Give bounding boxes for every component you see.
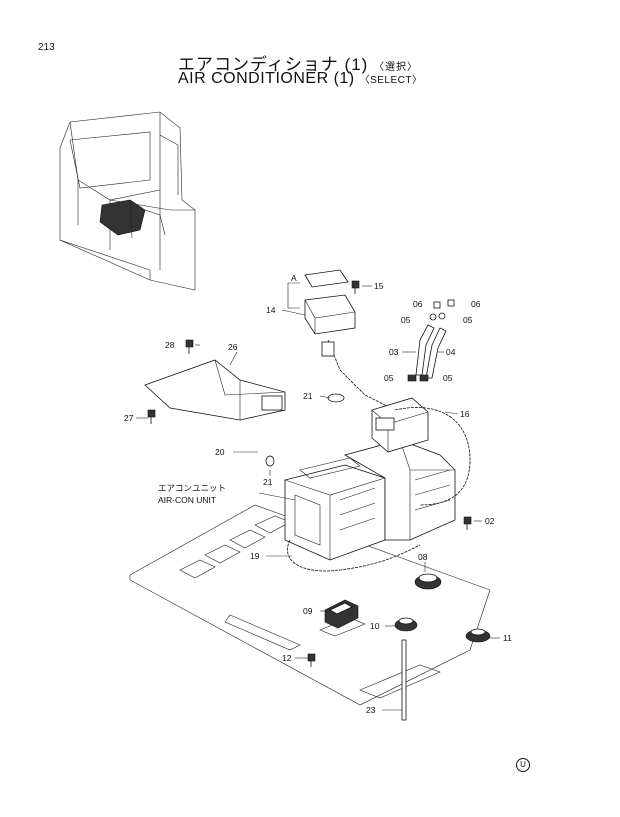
- page-number: 213: [38, 42, 55, 53]
- hose-clamp-bottom: [265, 455, 275, 467]
- callout-15: 15: [374, 281, 384, 291]
- callout-16: 16: [460, 409, 470, 419]
- callout-26: 26: [228, 342, 238, 352]
- callout-19: 19: [250, 551, 260, 561]
- callout-06a: 06: [413, 299, 423, 309]
- title-jp-text: エアコンディショナ (1): [178, 55, 369, 74]
- mounts: [324, 573, 491, 643]
- callout-11: 11: [503, 633, 512, 643]
- corner-mark: U: [516, 758, 530, 772]
- harness-16: [394, 407, 471, 506]
- hose-clamp-top: [327, 393, 345, 403]
- callout-05a: 05: [401, 315, 411, 325]
- callout-09: 09: [303, 606, 313, 616]
- callout-12: 12: [282, 653, 292, 663]
- callout-10: 10: [370, 621, 380, 631]
- duct: [144, 359, 286, 421]
- floor-panel: [129, 504, 491, 706]
- callout-05c: 05: [384, 373, 394, 383]
- unit-label-en: AIR-CON UNIT: [158, 495, 216, 505]
- callout-08: 08: [418, 552, 428, 562]
- callout-03: 03: [389, 347, 399, 357]
- callout-21a: 21: [303, 391, 313, 401]
- callout-20: 20: [215, 447, 225, 457]
- title-japanese: エアコンディショナ (1) 〈選択〉: [178, 50, 418, 75]
- callout-06b: 06: [471, 299, 481, 309]
- callout-27: 27: [124, 413, 134, 423]
- ac-hoses: [407, 299, 455, 382]
- callout-labels: 15 14 06 06 05 05 03 04 05 05 16 28 26 2…: [124, 273, 512, 715]
- leader-lines: [136, 285, 500, 711]
- title-en-select: 〈SELECT〉: [359, 75, 423, 86]
- control-module: [287, 269, 356, 335]
- title-english: AIR CONDITIONER (1) 〈SELECT〉: [178, 70, 422, 88]
- callout-14: 14: [266, 305, 276, 315]
- detail-label-a: A: [291, 273, 297, 283]
- callout-05d: 05: [443, 373, 453, 383]
- aircon-unit: [284, 397, 456, 561]
- callout-28: 28: [165, 340, 175, 350]
- unit-label-jp: エアコンユニット: [158, 483, 226, 493]
- title-en-text: AIR CONDITIONER (1): [178, 70, 355, 87]
- callout-02: 02: [485, 516, 495, 526]
- callout-05b: 05: [463, 315, 473, 325]
- bolts: [147, 280, 472, 667]
- callout-04: 04: [446, 347, 456, 357]
- title-jp-select: 〈選択〉: [374, 62, 419, 73]
- callout-23: 23: [366, 705, 376, 715]
- callout-21b: 21: [263, 477, 273, 487]
- rod: [401, 639, 407, 721]
- drain-hose-inner: [252, 399, 340, 472]
- cab-overview-sketch: [59, 111, 196, 291]
- harness-connector: [321, 341, 335, 357]
